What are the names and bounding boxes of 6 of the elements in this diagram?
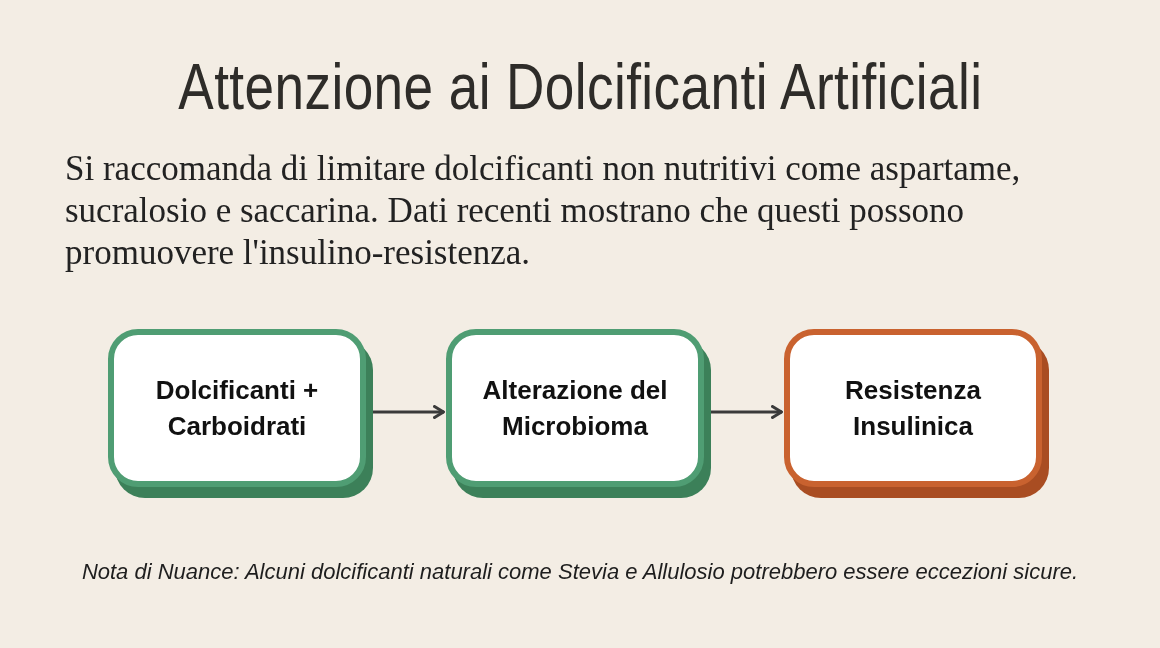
note-text: Nota di Nuance: Alcuni dolcificanti naturali come Stevia e Allulosio potrebbero essere eccezioni sicure.: [80, 558, 1080, 586]
node-label: Alterazione del Microbioma: [481, 374, 669, 443]
node-label: Dolcificanti + Carboidrati: [154, 374, 320, 443]
body-text: Si raccomanda di limitare dolcificanti non nutritivi come aspartame, sucralosio e saccarina. Dati recenti mostrano che questi possono promuovere l'insulino-resistenza.: [65, 148, 1022, 274]
title: Attenzione ai Dolcificanti Artificiali: [177, 50, 983, 124]
node-label: Resistenza Insulinica: [844, 374, 982, 443]
